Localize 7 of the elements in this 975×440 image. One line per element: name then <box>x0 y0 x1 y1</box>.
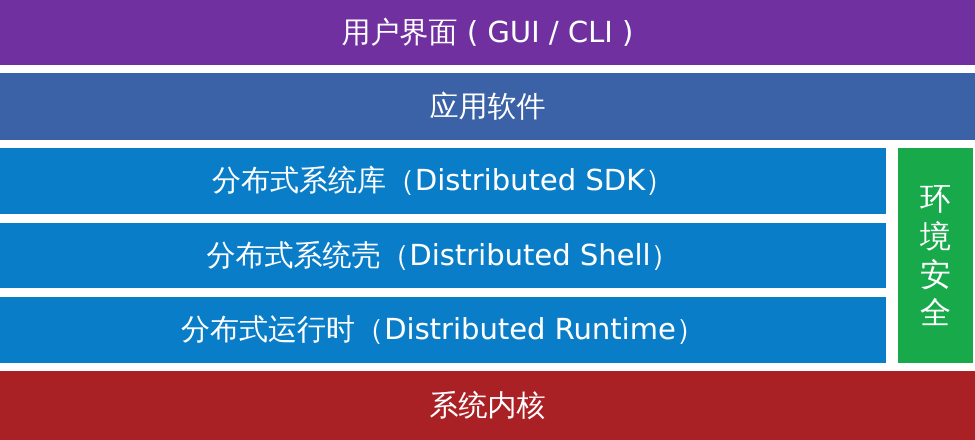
layer-band: 分布式系统壳（Distributed Shell） <box>0 223 886 288</box>
layer-band: 用户界面 ( GUI / CLI ) <box>0 0 975 65</box>
layer-band: 应用软件 <box>0 73 975 140</box>
layer-band: 环境安全 <box>898 148 973 363</box>
layer-band: 分布式运行时（Distributed Runtime） <box>0 297 886 363</box>
layer-band: 系统内核 <box>0 371 975 440</box>
layer-band: 分布式系统库（Distributed SDK） <box>0 148 886 214</box>
